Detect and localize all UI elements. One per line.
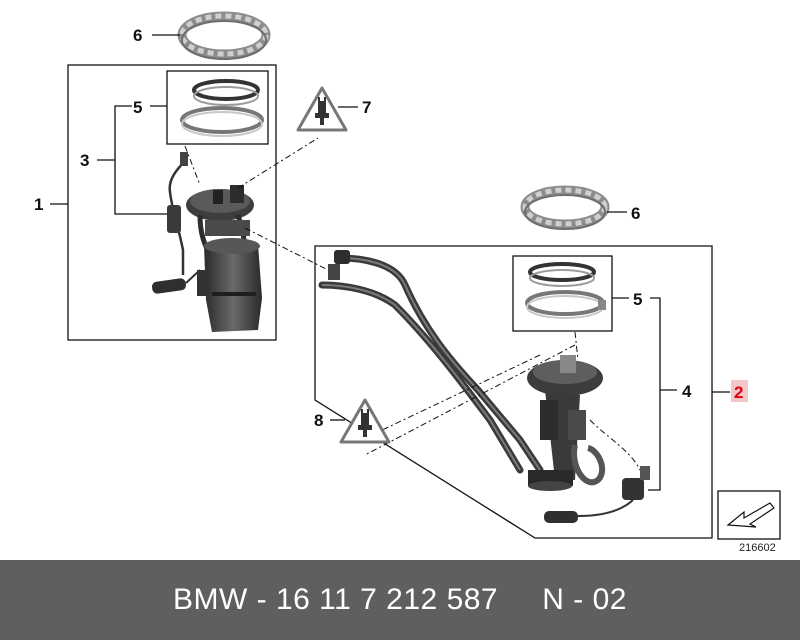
callout-4: 4 bbox=[648, 297, 692, 491]
svg-text:4: 4 bbox=[682, 382, 692, 401]
quick-connector-symbol-8 bbox=[339, 398, 391, 444]
seal-box-left bbox=[166, 70, 269, 145]
callout-7: 7 bbox=[338, 98, 371, 117]
footer-bar: BMW - 16 11 7 212 587 N - 02 bbox=[0, 560, 800, 640]
callout-1: 1 bbox=[34, 195, 68, 214]
lock-ring-top bbox=[177, 11, 271, 60]
callout-6-top: 6 bbox=[133, 26, 180, 45]
callout-5-right: 5 bbox=[612, 290, 642, 309]
lock-ring-right bbox=[520, 185, 610, 230]
seal-rings-left bbox=[180, 79, 264, 137]
svg-text:5: 5 bbox=[133, 98, 142, 117]
callout-3: 3 bbox=[80, 105, 170, 215]
svg-text:2: 2 bbox=[734, 383, 743, 402]
seal-box-right bbox=[512, 255, 613, 332]
svg-text:5: 5 bbox=[633, 290, 642, 309]
callout-6-right: 6 bbox=[607, 204, 640, 223]
quick-connector-symbol-7 bbox=[296, 86, 348, 132]
assembly-1-frame bbox=[67, 64, 277, 341]
callout-5-left: 5 bbox=[133, 98, 167, 117]
callout-8: 8 bbox=[314, 411, 345, 430]
fuel-pump-right bbox=[527, 355, 650, 523]
parts-diagram: 6 1 5 3 bbox=[34, 11, 781, 554]
svg-text:3: 3 bbox=[80, 151, 89, 170]
svg-text:8: 8 bbox=[314, 411, 323, 430]
part-number-text: BMW - 16 11 7 212 587 N - 02 bbox=[173, 583, 627, 616]
reference-number: 216602 bbox=[739, 542, 776, 554]
assembly-2-frame bbox=[314, 245, 713, 539]
svg-text:7: 7 bbox=[362, 98, 371, 117]
fuel-pump-left bbox=[151, 152, 262, 332]
fuel-lines-right bbox=[318, 250, 544, 474]
svg-text:6: 6 bbox=[631, 204, 640, 223]
reference-arrow-icon bbox=[717, 490, 781, 540]
callout-2: 2 bbox=[712, 380, 748, 402]
svg-text:6: 6 bbox=[133, 26, 142, 45]
seal-rings-right bbox=[525, 262, 606, 319]
svg-text:1: 1 bbox=[34, 195, 43, 214]
